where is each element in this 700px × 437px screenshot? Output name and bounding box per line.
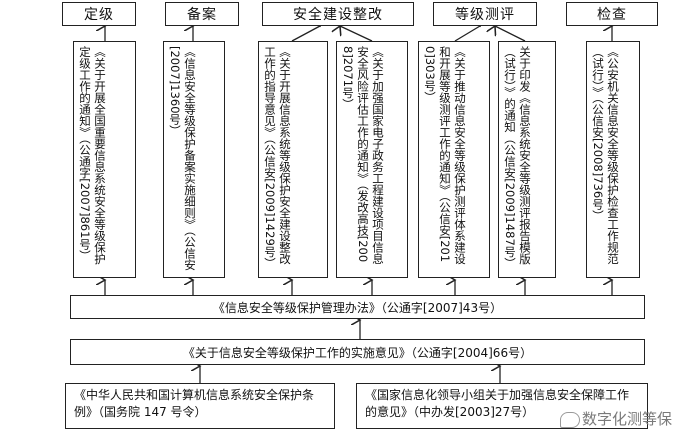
doc-filing-rules: 《信息安全等级保护备案实施细则》（公信安[2007]1360号） xyxy=(163,41,225,278)
doc-grading-notice-text: 《关于开展全国重要信息系统安全等级保护定级工作的通知》（公通字[2007]861… xyxy=(78,46,107,265)
header-security-rectification: 安全建设整改 xyxy=(262,2,414,26)
doc-filing-rules-text: 《信息安全等级保护备案实施细则》（公信安[2007]1360号） xyxy=(168,46,197,271)
doc-rectification-guidance: 《关于开展信息系统等级保护安全建设整改工作的指导意见》（公信安[2009]142… xyxy=(258,41,328,278)
arrow-col4-to-header xyxy=(340,26,373,42)
header-inspection: 检查 xyxy=(566,2,658,26)
doc-risk-assessment-notice: 《关于加强国家电子政务工程建设项目信息安全风险评估工作的通知》（发改高技[200… xyxy=(336,41,408,278)
doc-inspection-spec: 《公安机关信息安全等级保护检查工作规范（试行）》（公信安[2008]736号） xyxy=(586,41,640,278)
leading-group-opinion-box: 《国家信息化领导小组关于加强信息安全保障工作的意见》（中办发[2003]27号） xyxy=(356,383,648,429)
doc-assessment-report-template: 关于印发《信息系统安全等级测评报告模版（试行）》的通知（公信安[2009]148… xyxy=(498,41,556,278)
watermark-label: 数字化测等保 xyxy=(582,410,673,428)
header-level-assessment: 等级测评 xyxy=(433,2,537,26)
implementation-opinion-box: 《关于信息安全等级保护工作的实施意见》（公通字[2004]66号） xyxy=(70,339,645,365)
doc-grading-notice: 《关于开展全国重要信息系统安全等级保护定级工作的通知》（公通字[2007]861… xyxy=(73,41,136,278)
management-measures-box: 《信息安全等级保护管理办法》（公通字[2007]43号） xyxy=(70,295,645,319)
doc-risk-assessment-notice-text: 《关于加强国家电子政务工程建设项目信息安全风险评估工作的通知》（发改高技[200… xyxy=(341,46,385,265)
doc-inspection-spec-text: 《公安机关信息安全等级保护检查工作规范（试行）》（公信安[2008]736号） xyxy=(591,46,620,265)
arrow-col3-to-header xyxy=(291,26,320,42)
arrow-col5-to-header xyxy=(454,26,480,42)
header-grading: 定级 xyxy=(62,2,136,26)
arrow-col6-to-header xyxy=(495,26,526,42)
doc-assessment-report-template-text: 关于印发《信息系统安全等级测评报告模版（试行）》的通知（公信安[2009]148… xyxy=(503,46,532,269)
regulation-147-box: 《中华人民共和国计算机信息系统安全保护条例》（国务院 147 号令） xyxy=(65,383,335,429)
wechat-icon xyxy=(560,412,580,428)
header-filing: 备案 xyxy=(165,2,239,26)
doc-assessment-system-notice: 《关于推动信息安全等级保护测评体系建设和开展等级测评工作的通知》（公信安[201… xyxy=(418,41,490,278)
doc-rectification-guidance-text: 《关于开展信息系统等级保护安全建设整改工作的指导意见》（公信安[2009]142… xyxy=(263,46,292,269)
doc-assessment-system-notice-text: 《关于推动信息安全等级保护测评体系建设和开展等级测评工作的通知》（公信安[201… xyxy=(423,46,467,265)
